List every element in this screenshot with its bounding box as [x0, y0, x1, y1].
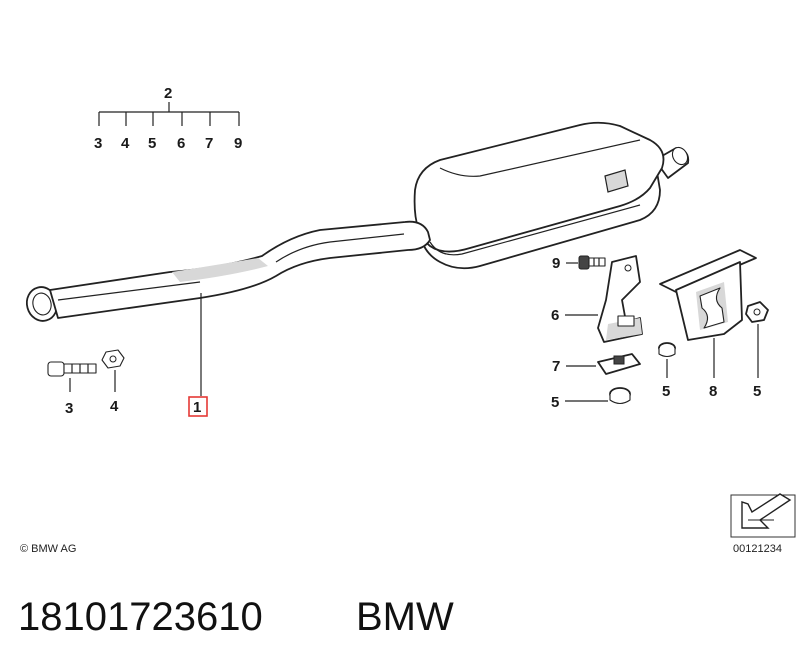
nut-part-left: 5: [551, 387, 631, 411]
nut-middle-callout: 5: [662, 383, 670, 400]
nut-callout: 4: [110, 398, 119, 415]
nut-right-callout: 5: [753, 383, 761, 400]
nut-part-middle: 5: [658, 342, 676, 400]
nut-part-right: 5: [745, 301, 769, 400]
image-code: 00121234: [733, 543, 782, 555]
clamp-callout: 7: [552, 358, 560, 375]
brand-name: BMW: [356, 595, 454, 639]
front-pipe: [25, 220, 431, 322]
group-child-label: 3: [94, 135, 102, 152]
group-child-label: 6: [177, 135, 185, 152]
part-number: 18101723610: [18, 595, 263, 639]
group-child-label: 7: [205, 135, 213, 152]
bolt-part: 3: [47, 361, 97, 417]
hanger-part: 8: [659, 249, 757, 400]
callout-front-pipe[interactable]: 1: [188, 293, 208, 417]
clamp-part: 7: [552, 353, 641, 375]
nut-left-callout: 5: [551, 394, 559, 411]
bolt-callout: 3: [65, 400, 73, 417]
orientation-arrow-icon: 00121234: [730, 493, 796, 555]
copyright-notice: © BMW AG: [20, 543, 76, 555]
group-child-label: 9: [234, 135, 242, 152]
screw-part: 9: [552, 255, 606, 272]
nut-part: 4: [101, 349, 125, 415]
group-label: 2: [164, 85, 172, 102]
screw-callout: 9: [552, 255, 560, 272]
rear-muffler: [413, 121, 690, 270]
hanger-callout: 8: [709, 383, 717, 400]
selected-part-highlight: [188, 396, 208, 417]
bracket-part: 6: [551, 255, 643, 343]
group-child-label: 5: [148, 135, 156, 152]
bracket-callout: 6: [551, 307, 559, 324]
group-child-label: 4: [121, 135, 130, 152]
group-callout-tree: 2 3 4 5 6 7 9: [94, 85, 242, 152]
front-pipe-label: 1: [193, 399, 201, 416]
